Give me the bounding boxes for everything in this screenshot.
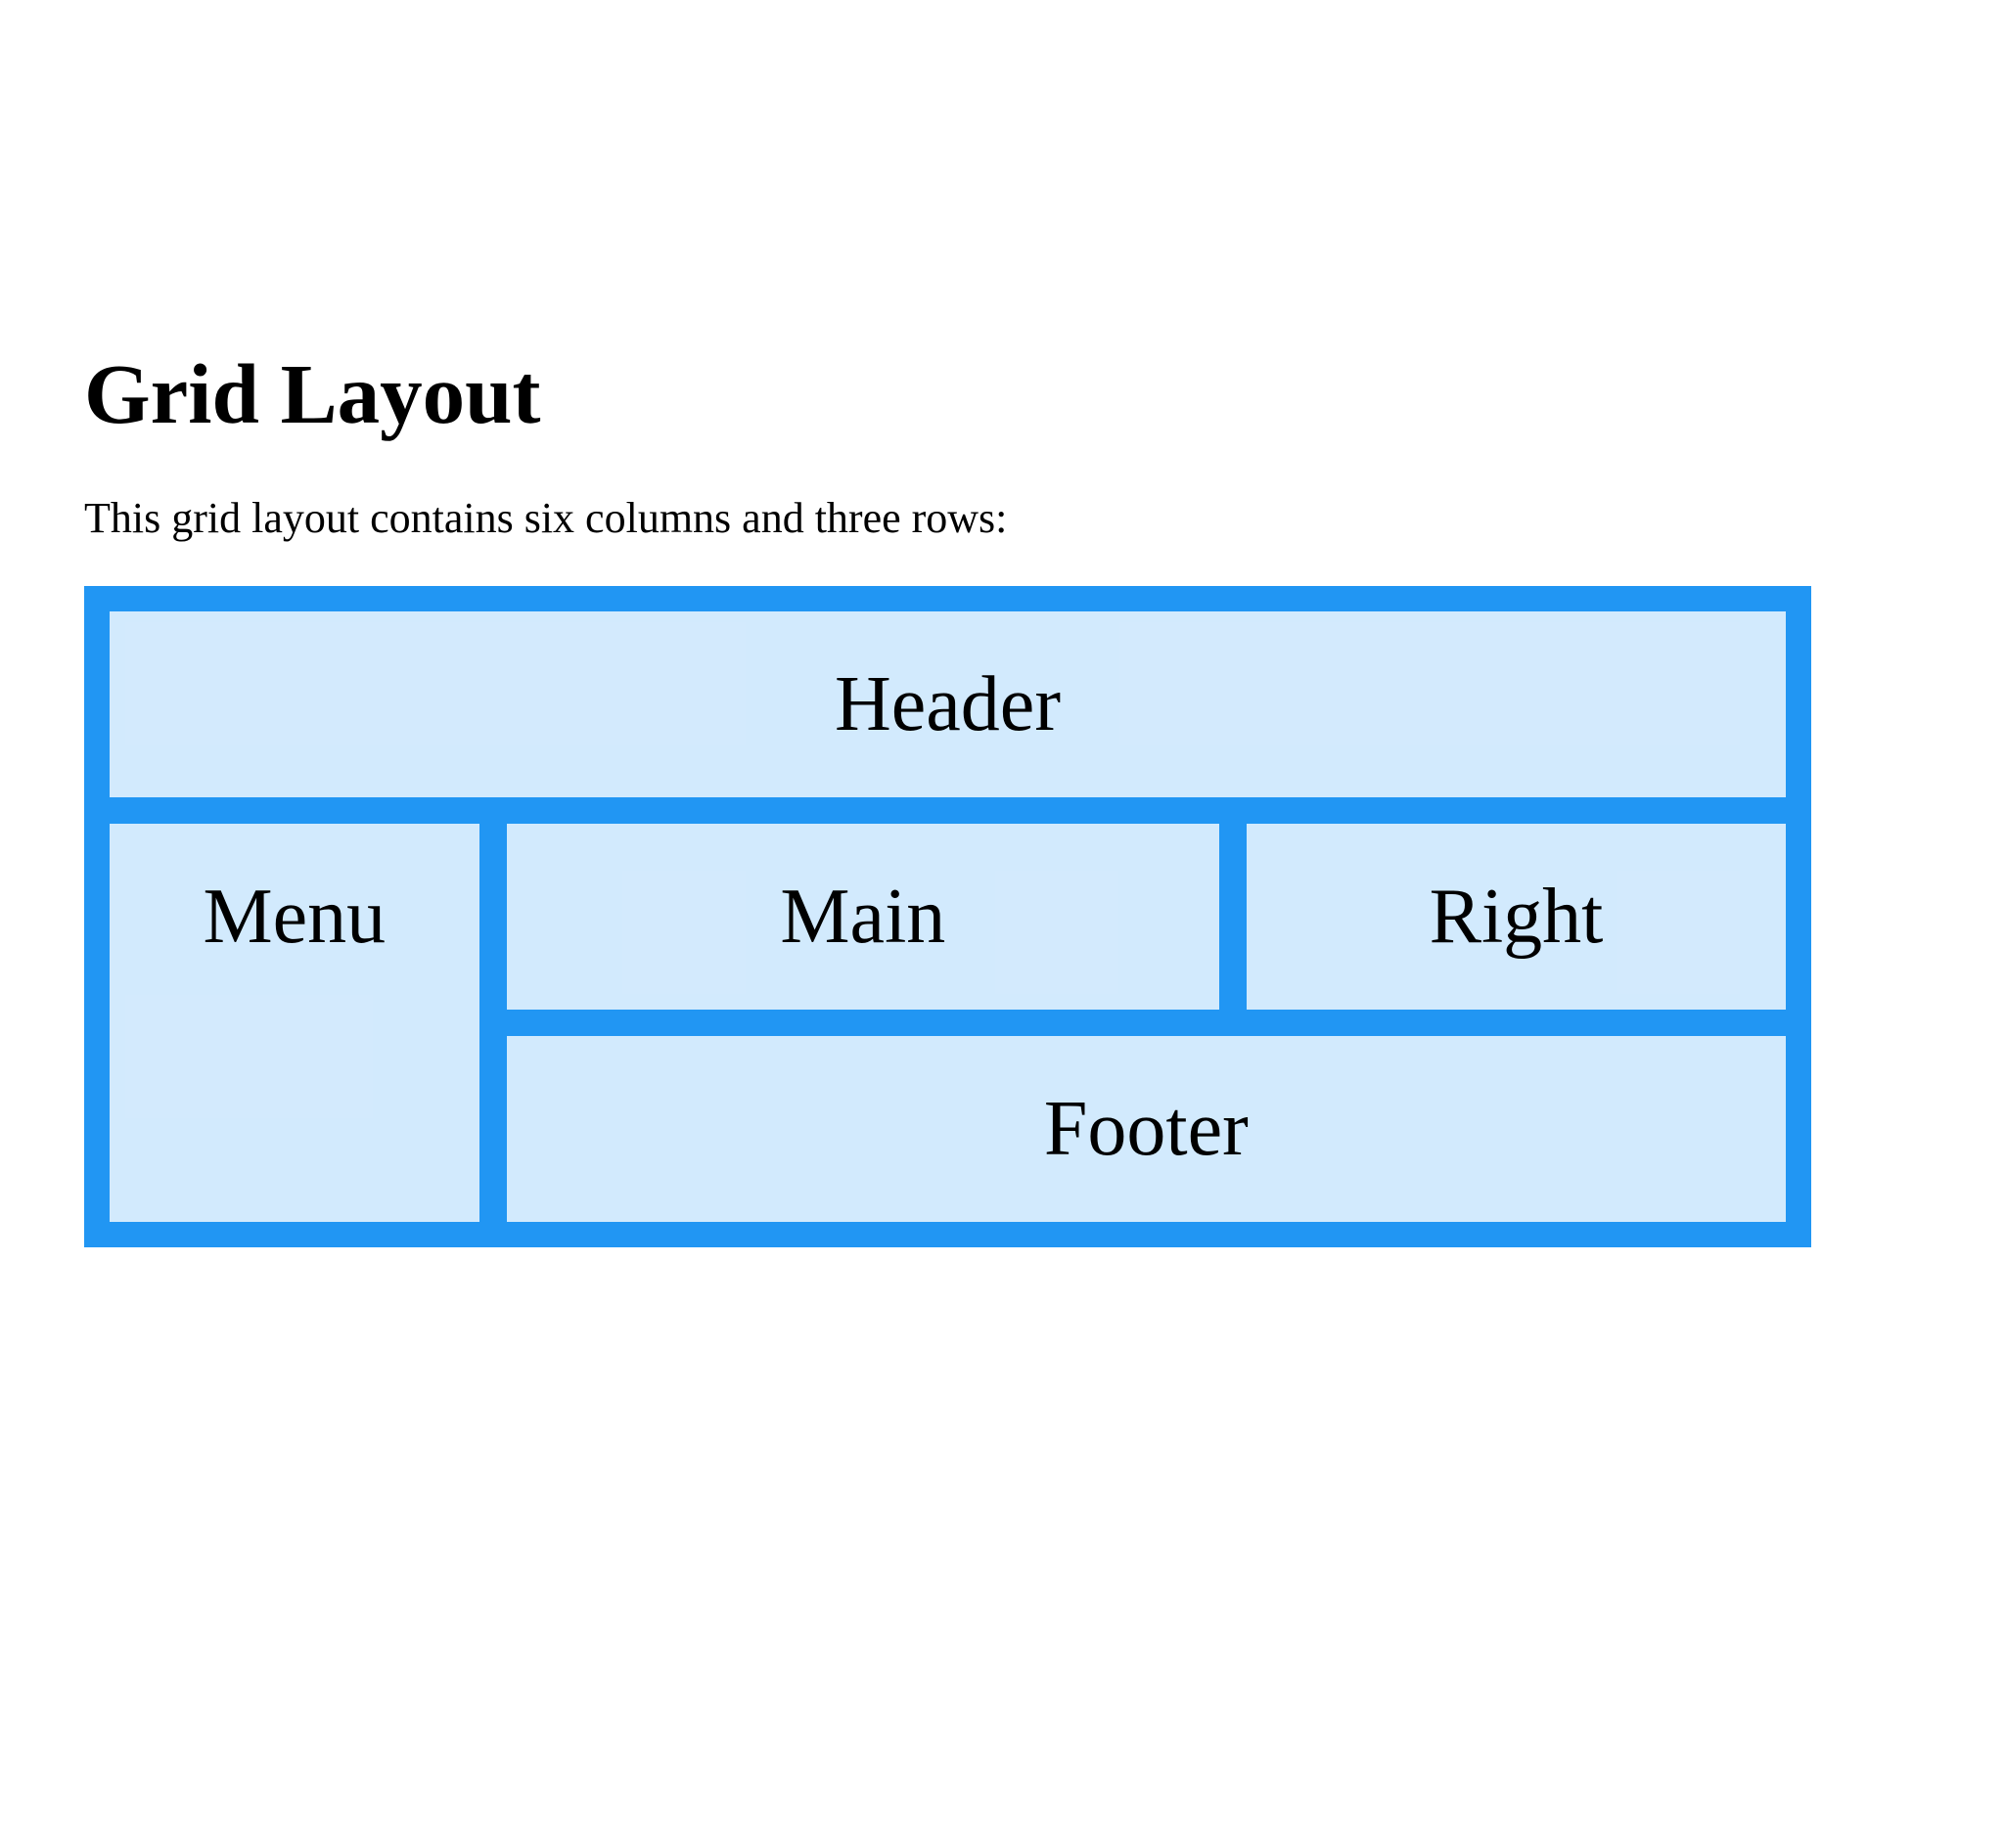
page-description: This grid layout contains six columns an… xyxy=(84,494,1008,543)
grid-item-menu: Menu xyxy=(110,823,479,1222)
grid-item-header: Header xyxy=(110,610,1786,797)
grid-item-right: Right xyxy=(1247,823,1786,1010)
grid-item-footer: Footer xyxy=(506,1035,1786,1222)
grid-container: Header Menu Main Right Footer xyxy=(84,585,1811,1247)
grid-item-main: Main xyxy=(506,823,1219,1010)
page: Grid Layout This grid layout contains si… xyxy=(0,345,2004,1247)
page-title: Grid Layout xyxy=(84,346,541,441)
